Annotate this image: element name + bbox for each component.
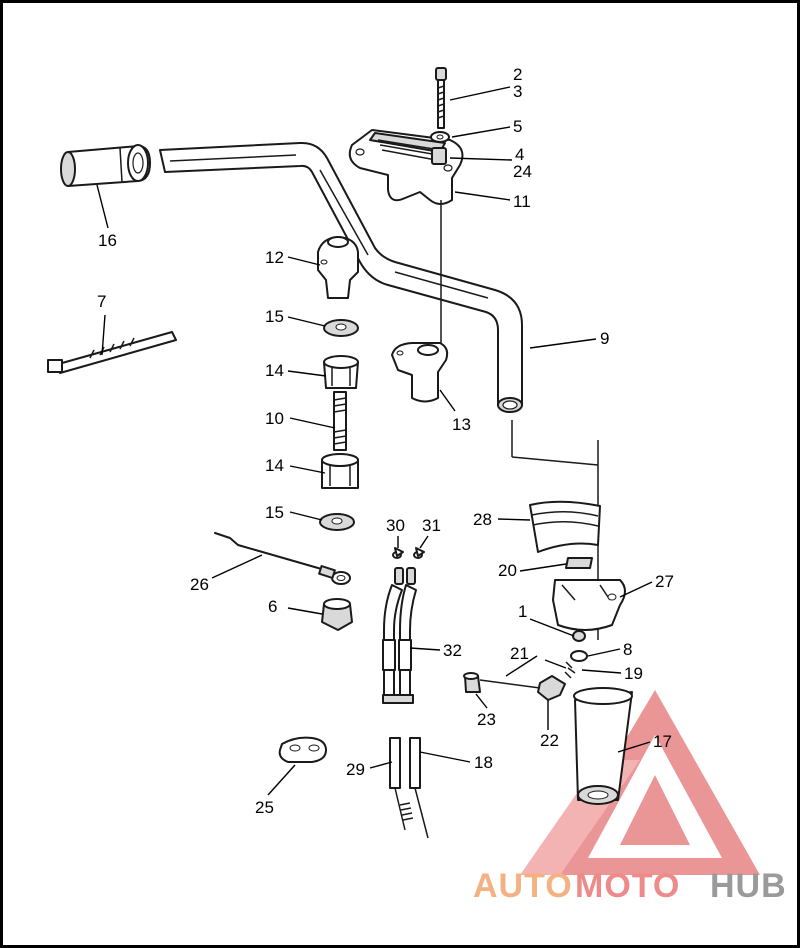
callout-26: 26	[190, 575, 209, 594]
callout-13: 13	[452, 415, 471, 434]
wordmark-moto: MOTO	[575, 867, 680, 905]
callout-15-upper: 15	[265, 307, 284, 326]
callout-20: 20	[498, 561, 517, 580]
callout-30: 30	[386, 516, 405, 535]
callout-17: 17	[653, 732, 672, 751]
callout-12: 12	[265, 248, 284, 267]
nut-part	[321, 598, 353, 631]
washer-part	[430, 131, 450, 143]
bushing-upper-part	[323, 355, 359, 389]
throttle-housing-upper-part	[529, 500, 601, 553]
spring-part	[564, 650, 588, 679]
washer-lower-part	[319, 513, 355, 531]
callout-3: 3	[513, 82, 522, 101]
cable-strap-part	[47, 331, 177, 374]
stud-part	[333, 391, 347, 451]
callout-23: 23	[477, 710, 496, 729]
automotohub-wordmark: AUTO MOTO HUB	[473, 867, 787, 905]
callout-2: 2	[513, 65, 522, 84]
washer-upper-part	[323, 319, 359, 337]
callout-27: 27	[655, 572, 674, 591]
wordmark-hub: HUB	[710, 867, 787, 905]
callout-21: 21	[510, 644, 529, 663]
callout-19: 19	[624, 664, 643, 683]
callout-18: 18	[474, 753, 493, 772]
callout-10: 10	[265, 409, 284, 428]
friction-shoe-part	[565, 557, 593, 569]
callout-labels: 2 3 5 4 24 11 16 12 7 9 15 14 13 10 14 1…	[97, 65, 674, 817]
callout-32: 32	[443, 641, 462, 660]
bushing-lower-part	[321, 453, 359, 489]
cable-clip-part	[278, 736, 327, 763]
throttle-housing-lower-part	[552, 579, 626, 631]
callout-24: 24	[513, 162, 532, 181]
callout-31: 31	[422, 516, 441, 535]
cap-part	[463, 672, 481, 693]
callout-15-lower: 15	[265, 503, 284, 522]
screw-part	[572, 630, 586, 642]
callout-6: 6	[268, 597, 277, 616]
callout-28: 28	[473, 510, 492, 529]
throttle-grip-part	[573, 687, 633, 805]
callout-9: 9	[600, 329, 609, 348]
callout-16: 16	[98, 231, 117, 250]
handlebar-part	[159, 141, 523, 413]
clips-part	[394, 547, 425, 557]
callout-5: 5	[513, 117, 522, 136]
ground-wire-part	[214, 532, 351, 585]
callout-4: 4	[515, 145, 524, 164]
lever-part	[479, 675, 566, 701]
riser-lower-part	[391, 342, 449, 403]
throttle-cables-part	[382, 551, 429, 839]
callout-22: 22	[540, 731, 559, 750]
callout-29: 29	[346, 760, 365, 779]
leader-lines	[96, 86, 653, 796]
callout-7: 7	[97, 292, 106, 311]
callout-14-lower: 14	[265, 456, 284, 475]
callout-14-upper: 14	[265, 361, 284, 380]
automotohub-logo	[520, 690, 760, 875]
logo-triangle-core	[620, 775, 690, 845]
callout-25: 25	[255, 798, 274, 817]
callout-11: 11	[513, 192, 531, 211]
riser-upper-part	[317, 236, 359, 299]
wordmark-auto: AUTO	[473, 867, 573, 905]
bushing-part	[431, 147, 447, 165]
left-grip-part	[60, 144, 151, 187]
callout-8: 8	[623, 640, 632, 659]
bolt-part	[435, 67, 447, 129]
callout-1: 1	[518, 602, 527, 621]
